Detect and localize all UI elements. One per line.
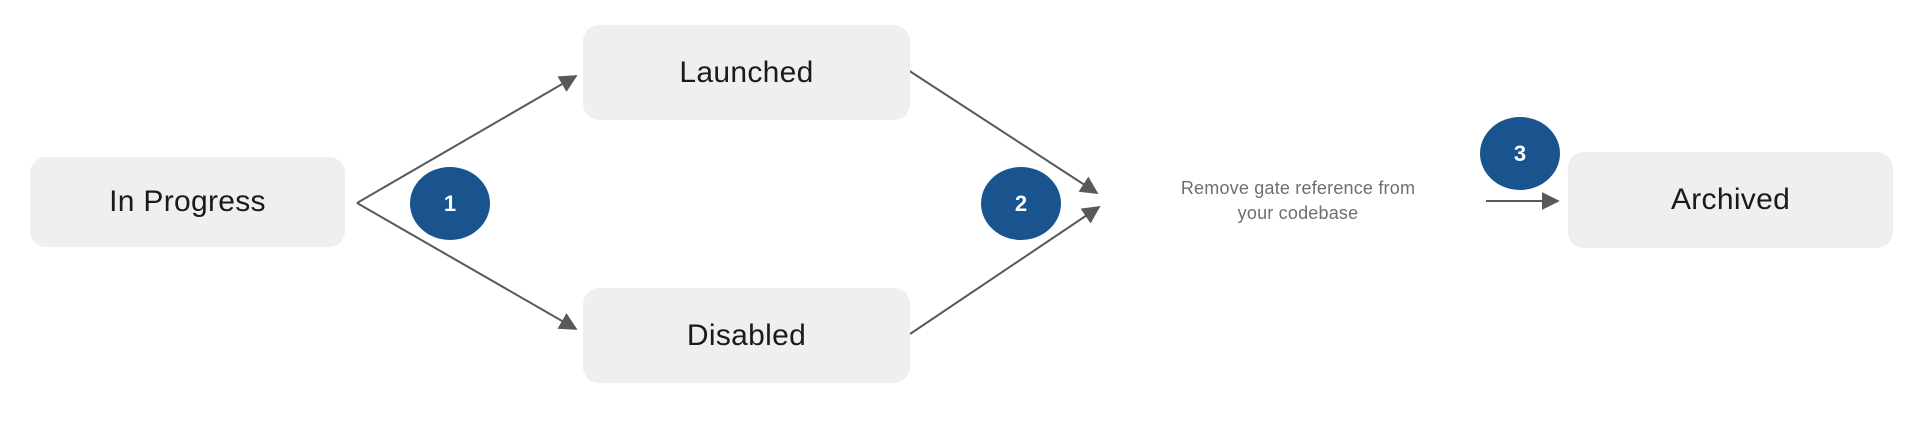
annotation-line-2: your codebase [1237,203,1359,223]
annotation-remove-gate-reference: Remove gate reference from your codebase [1138,176,1458,226]
node-disabled: Disabled [583,288,910,383]
node-disabled-label: Disabled [686,318,807,352]
step-badge-1-number: 1 [443,190,457,216]
arrow-inprogress-to-launched [356,75,578,204]
arrow-inprogress-to-disabled [356,202,578,330]
node-archived-label: Archived [1670,183,1791,216]
annotation-line-1: Remove gate reference from [1180,178,1416,198]
node-in-progress-label: In Progress [109,185,266,218]
arrow-launched-to-annotation [907,69,1099,194]
node-archived: Archived [1568,152,1893,248]
node-launched: Launched [583,25,910,120]
step-badge-3-number: 3 [1513,140,1527,166]
step-badge-3: 3 [1480,117,1560,190]
arrow-disabled-to-annotation [909,205,1101,335]
step-badge-2-number: 2 [1014,190,1028,216]
node-in-progress: In Progress [30,157,345,247]
step-badge-1: 1 [410,167,490,240]
node-launched-label: Launched [679,55,814,89]
step-badge-2: 2 [981,167,1061,240]
